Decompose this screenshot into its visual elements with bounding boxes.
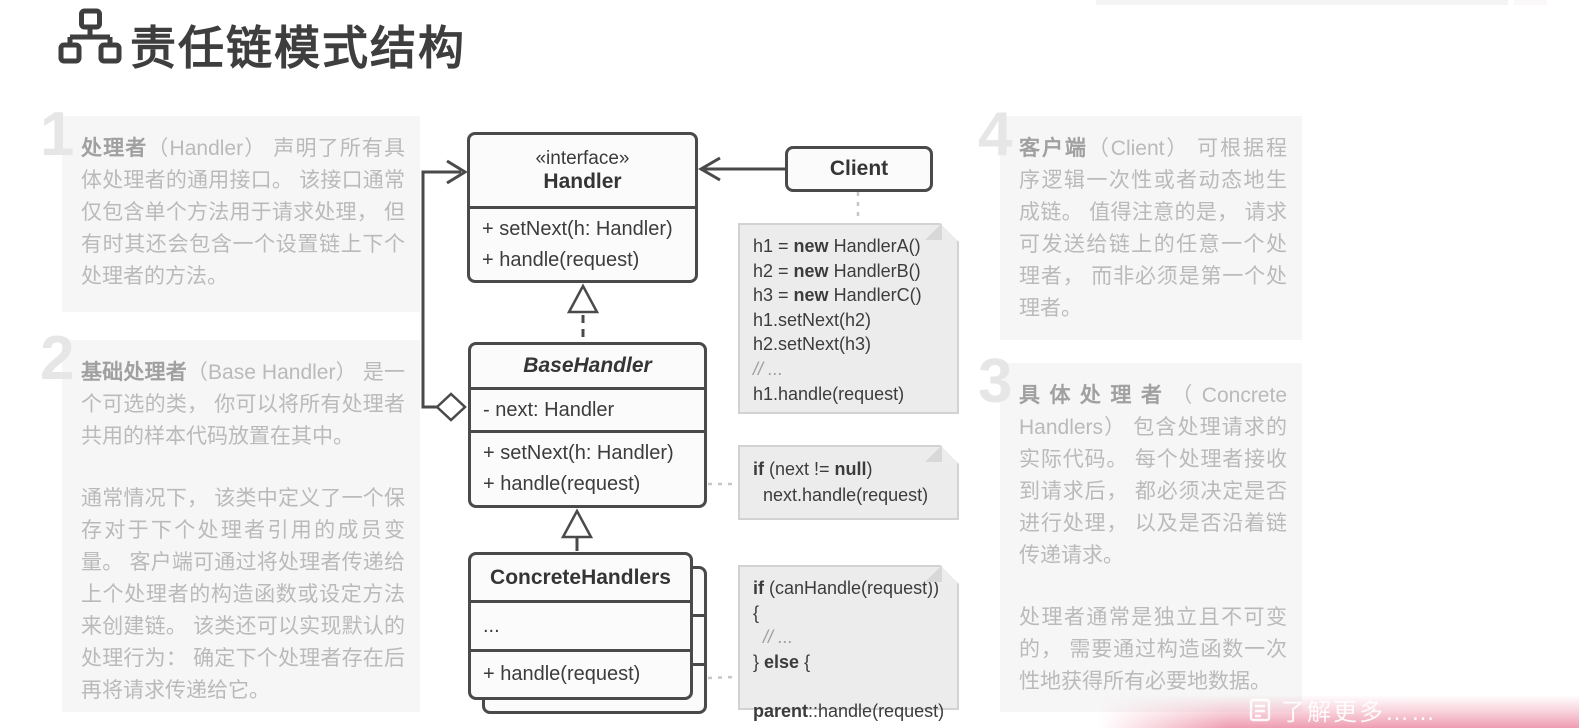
inheritance-arrow (560, 508, 594, 551)
annotation-lead: 客户端 (1019, 137, 1088, 160)
handler-method: + setNext(h: Handler) (482, 217, 673, 240)
uml-class-client: Client (785, 146, 933, 192)
annotation-text: 基础处理者（Base Handler） 是一个可选的类， 你可以将所有处理者共用… (81, 361, 405, 448)
annotation-block-handler: 1 处理者（Handler） 声明了所有具体处理者的通用接口。 该接口通常仅包含… (40, 104, 420, 312)
concrete-handlers-class-name: ConcreteHandlers (490, 565, 671, 589)
annotation-block-concrete-handlers: 3 具体处理者（Concrete Handlers） 包含处理请求的实际代码。 … (978, 351, 1302, 712)
concrete-handlers-field: ... (483, 614, 500, 637)
page-title: 责任链模式结构 (130, 22, 466, 74)
base-handler-class-name: BaseHandler (523, 354, 652, 377)
uml-class-concrete-handlers: ConcreteHandlers ... + handle(request) (468, 552, 693, 700)
annotation-number: 3 (978, 347, 1013, 416)
annotation-number: 1 (40, 100, 75, 169)
annotation-lead: 处理者 (81, 137, 148, 160)
annotation-text-2: 处理者通常是独立且不可变的， 需要通过构造函数一次性地获得所有必要地数据。 (1019, 606, 1287, 693)
top-progress-bar (1096, 0, 1508, 5)
hierarchy-icon (58, 8, 122, 71)
handler-class-name: Handler (543, 169, 622, 193)
uml-class-handler: «interface» Handler + setNext(h: Handler… (467, 132, 698, 283)
annotation-text: 客户端（Client） 可根据程序逻辑一次性或者动态地生成链。 值得注意的是， … (1019, 137, 1287, 320)
annotation-number: 2 (40, 324, 75, 393)
client-class-name: Client (829, 157, 889, 180)
annotation-text: 处理者（Handler） 声明了所有具体处理者的通用接口。 该接口通常仅包含单个… (81, 137, 405, 288)
top-progress-bar-segment (1514, 0, 1547, 5)
learn-more-label: 了解更多…… (1281, 699, 1437, 726)
note-base-handle-code: if (next != null) next.handle(request) (738, 445, 959, 520)
base-handler-method: + setNext(h: Handler) (483, 442, 674, 464)
note-client-code: h1 = new HandlerA()h2 = new HandlerB()h3… (738, 223, 959, 414)
handler-method: + handle(request) (482, 248, 640, 271)
annotation-number: 4 (978, 100, 1013, 169)
base-handler-method: + handle(request) (483, 473, 641, 495)
aggregation-diamond (435, 392, 467, 422)
uml-class-base-handler: BaseHandler - next: Handler + setNext(h:… (468, 342, 707, 508)
concrete-handlers-method: + handle(request) (483, 663, 641, 685)
annotation-lead: 基础处理者 (81, 361, 187, 384)
annotation-text-2: 通常情况下， 该类中定义了一个保存对于下个处理者引用的成员变量。 客户端可通过将… (81, 487, 405, 702)
annotation-lead: 具体处理者 (1019, 384, 1172, 407)
document-icon (1249, 698, 1271, 722)
realization-arrow (566, 283, 600, 340)
note-concrete-handle-code: if (canHandle(request)) { // ...} else {… (738, 565, 959, 728)
annotation-text: 具体处理者（Concrete Handlers） 包含处理请求的实际代码。 每个… (1019, 384, 1288, 567)
handler-stereotype: «interface» (535, 147, 630, 169)
association-arrow (698, 156, 785, 182)
annotation-block-base-handler: 2 基础处理者（Base Handler） 是一个可选的类， 你可以将所有处理者… (40, 328, 420, 712)
base-handler-field: - next: Handler (483, 398, 615, 421)
annotation-block-client: 4 客户端（Client） 可根据程序逻辑一次性或者动态地生成链。 值得注意的是… (978, 104, 1302, 340)
aggregation-link (421, 159, 468, 422)
learn-more-banner[interactable]: 了解更多…… (1099, 695, 1579, 728)
